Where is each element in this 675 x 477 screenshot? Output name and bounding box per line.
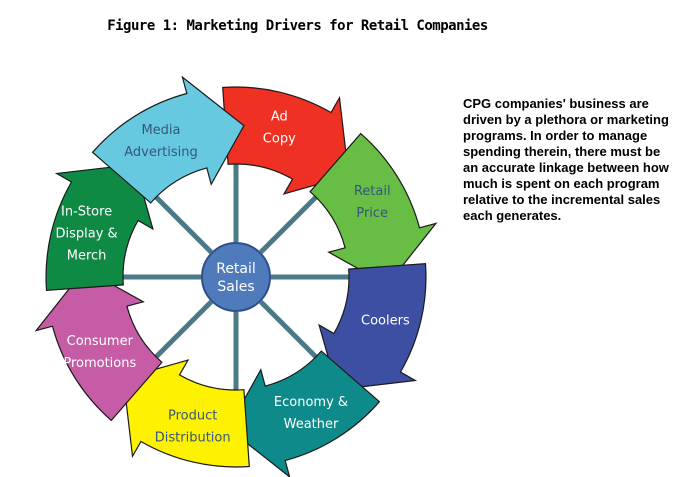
figure-title-text: Figure 1: Marketing Drivers for Retail C… <box>107 18 488 34</box>
cycle-arrows <box>34 75 438 477</box>
center-label-line: Sales <box>217 279 254 295</box>
arrow-retail-price <box>309 132 438 286</box>
label-line: Merch <box>67 249 107 264</box>
spoke-consumer-promotions <box>150 299 214 363</box>
arrow-coolers <box>318 263 427 391</box>
label-line: Price <box>356 206 388 221</box>
arrow-product-distribution <box>122 359 250 468</box>
label-line: Copy <box>263 132 296 147</box>
arrow-ad-copy <box>222 86 350 195</box>
label-line: In-Store <box>61 205 112 220</box>
label-line: Ad <box>271 110 288 125</box>
label-line: Media <box>141 123 180 138</box>
spokes <box>117 158 355 396</box>
label-line: Coolers <box>361 313 410 328</box>
label-line: Consumer <box>67 334 134 349</box>
label-line: Economy & <box>274 395 348 410</box>
label-line: Retail <box>354 184 391 199</box>
center-circle <box>201 242 271 312</box>
label-coolers: Coolers <box>361 313 410 328</box>
spoke-economy-weather <box>258 299 322 363</box>
spoke-retail-price <box>258 191 322 255</box>
label-line: Display & <box>55 227 117 242</box>
spoke-media-advertising <box>150 191 214 255</box>
label-line: Distribution <box>155 430 231 445</box>
figure-title: Figure 1: Marketing Drivers for Retail C… <box>0 18 675 34</box>
label-economy-weather: Economy & Weather <box>274 395 348 432</box>
description-text: CPG companies' business are driven by a … <box>463 96 669 223</box>
center-label-line: Retail <box>216 261 256 277</box>
arrow-media-advertising <box>91 75 245 204</box>
arrow-economy-weather <box>227 350 381 477</box>
label-line: Product <box>168 408 217 423</box>
label-line: Weather <box>284 417 339 432</box>
arrow-in-store-display <box>45 163 154 291</box>
arrow-consumer-promotions <box>34 268 163 422</box>
label-line: Advertising <box>124 145 198 160</box>
label-line: Promotions <box>63 356 136 371</box>
